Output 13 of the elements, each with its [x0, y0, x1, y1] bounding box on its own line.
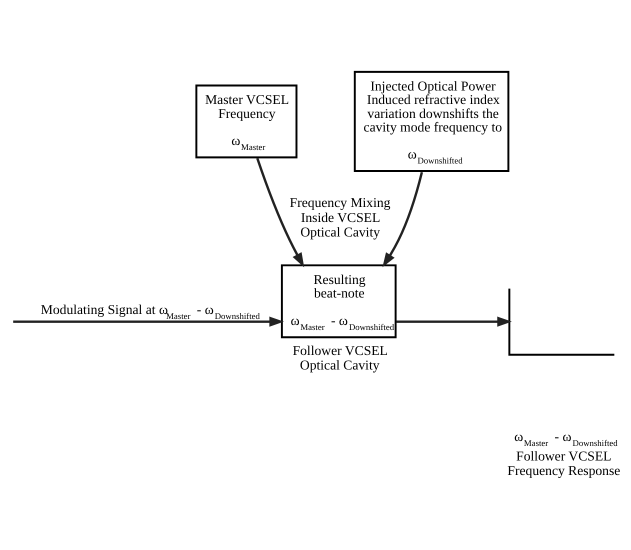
- node-label: Follower VCSEL Frequency Response: [507, 448, 620, 478]
- arrow: [13, 316, 284, 326]
- node-box: Injected Optical Power Induced refractive index variation downshifts the cavity mode frequency to ω$_{Downshifted}$: [354, 70, 510, 172]
- arrow: [382, 171, 424, 267]
- node-label: ω$_{Master}$ - ω$_{Downshifted}$: [514, 428, 618, 448]
- arrow: [396, 316, 512, 326]
- node-box: Resulting beat-note ω$_{Master}$ - ω$_{Downshifted}$: [280, 264, 397, 338]
- arrow: [256, 157, 304, 267]
- edge-label: Frequency Mixing Inside VCSEL Optical Cavity: [290, 194, 390, 239]
- node-picture: [508, 288, 614, 356]
- edge-label: Modulating Signal at ω$_{Master}$ - ω$_{Downshifted}$: [40, 302, 260, 321]
- node-box: Master VCSEL Frequency ω$_{Master}$: [195, 84, 298, 158]
- node-label: Follower VCSEL Optical Cavity: [292, 342, 388, 372]
